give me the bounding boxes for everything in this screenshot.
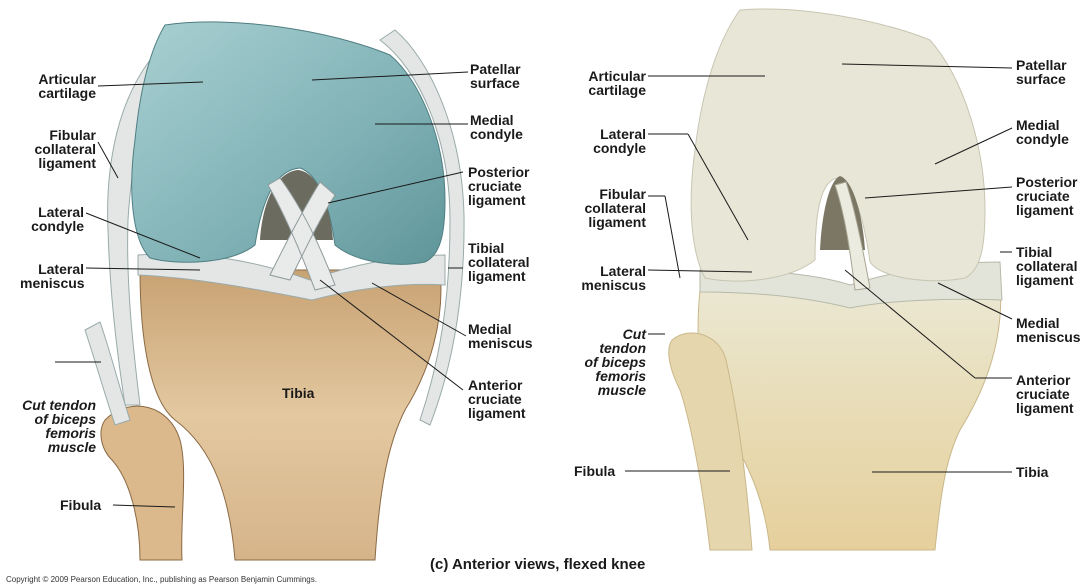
left-knee-drawing: [85, 22, 464, 560]
right-label-patellar-surface: Patellar surface: [1016, 58, 1067, 86]
left-label-lateral-meniscus: Lateral meniscus: [20, 262, 84, 290]
leader-right-fibular-collateral-2: [665, 196, 680, 278]
left-label-patellar-surface: Patellar surface: [470, 62, 521, 90]
left-fibula-shape: [101, 406, 184, 560]
copyright-notice: Copyright © 2009 Pearson Education, Inc.…: [6, 575, 317, 584]
right-label-anterior-cruciate-ligament: Anterior cruciate ligament: [1016, 373, 1074, 415]
right-label-fibular-collateral-ligament: Fibular collateral ligament: [560, 187, 646, 229]
left-label-medial-condyle: Medial condyle: [470, 113, 523, 141]
right-label-fibula: Fibula: [574, 464, 615, 478]
right-label-cut-tendon: Cut tendon of biceps femoris muscle: [560, 327, 646, 397]
left-label-cut-tendon: Cut tendon of biceps femoris muscle: [6, 398, 96, 454]
left-label-posterior-cruciate-ligament: Posterior cruciate ligament: [468, 165, 529, 207]
right-label-medial-meniscus: Medial meniscus: [1016, 316, 1081, 344]
left-label-anterior-cruciate-ligament: Anterior cruciate ligament: [468, 378, 526, 420]
left-label-tibial-collateral-ligament: Tibial collateral ligament: [468, 241, 529, 283]
right-label-posterior-cruciate-ligament: Posterior cruciate ligament: [1016, 175, 1077, 217]
left-tibia-shape: [140, 270, 441, 560]
left-label-lateral-condyle: Lateral condyle: [20, 205, 84, 233]
right-label-tibial-collateral-ligament: Tibial collateral ligament: [1016, 245, 1077, 287]
right-knee-specimen: [669, 9, 1002, 550]
right-label-lateral-condyle: Lateral condyle: [570, 127, 646, 155]
left-label-fibular-collateral-ligament: Fibular collateral ligament: [20, 128, 96, 170]
left-label-fibula: Fibula: [60, 498, 101, 512]
right-label-medial-condyle: Medial condyle: [1016, 118, 1069, 146]
left-label-tibia: Tibia: [282, 386, 314, 400]
right-label-articular-cartilage: Articular cartilage: [570, 69, 646, 97]
right-label-tibia: Tibia: [1016, 465, 1048, 479]
figure-caption: (c) Anterior views, flexed knee: [430, 556, 645, 573]
right-label-lateral-meniscus: Lateral meniscus: [560, 264, 646, 292]
left-label-medial-meniscus: Medial meniscus: [468, 322, 533, 350]
left-label-articular-cartilage: Articular cartilage: [20, 72, 96, 100]
